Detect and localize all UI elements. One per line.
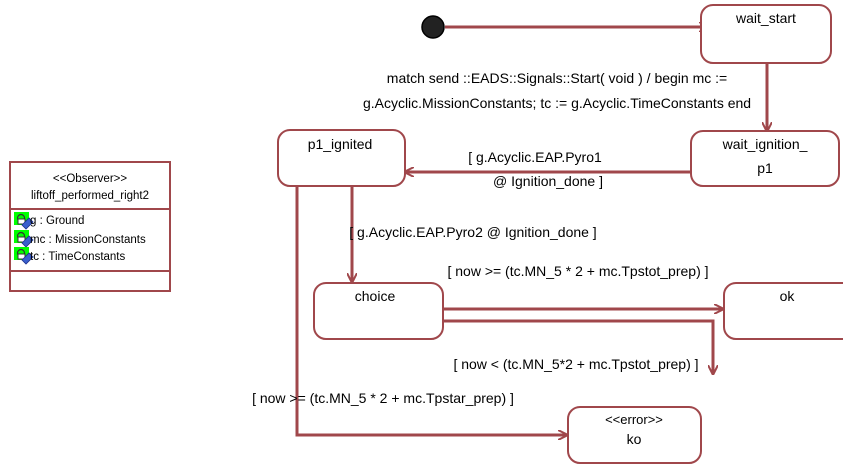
private-attribute-icon	[14, 247, 34, 265]
private-attribute-icon	[14, 212, 34, 230]
attribute-separator: :	[39, 251, 48, 263]
state-wait-ignition-p1[interactable]: wait_ignition_ p1	[690, 130, 840, 187]
ok-guard-label[interactable]: [ now >= (tc.MN_5 * 2 + mc.Tpstot_prep) …	[447, 263, 708, 279]
observer-attribute-row[interactable]: mc : MissionConstants	[14, 230, 146, 248]
state-choice[interactable]: choice	[313, 282, 444, 340]
state-box[interactable]	[313, 282, 444, 340]
state-name: ko	[627, 431, 642, 447]
transition-labels: match send ::EADS::Signals::Start( void …	[252, 70, 751, 406]
state-p1-ignited[interactable]: p1_ignited	[277, 129, 406, 187]
start-action-label-line-2[interactable]: g.Acyclic.MissionConstants; tc := g.Acyc…	[363, 95, 751, 111]
state-name: ok	[780, 288, 796, 304]
state-wait-start[interactable]: wait_start	[700, 4, 832, 64]
state-ok[interactable]: ok	[723, 282, 843, 340]
attribute-separator: :	[36, 215, 46, 227]
transition-p1-ignited-to-ko[interactable]	[295, 186, 567, 435]
observer-attribute-row[interactable]: tc : TimeConstants	[14, 247, 126, 265]
state-name: choice	[355, 288, 396, 304]
observer-attribute-row[interactable]: g : Ground	[14, 212, 84, 230]
transitions	[295, 27, 767, 435]
attribute-text: mc : MissionConstants	[30, 234, 146, 246]
pyro1-guard-label-line-1[interactable]: [ g.Acyclic.EAP.Pyro1	[468, 149, 602, 165]
attribute-text: g : Ground	[30, 215, 84, 227]
observer-class-box[interactable]	[9, 161, 171, 292]
state-box[interactable]	[690, 130, 840, 187]
state-name-line-2: p1	[757, 160, 773, 176]
pyro1-guard-label-line-2[interactable]: @ Ignition_done ]	[493, 173, 603, 189]
attribute-separator: :	[45, 234, 55, 246]
state-name: p1_ignited	[308, 136, 373, 152]
observer-class-name: liftoff_performed_right2	[31, 190, 149, 202]
state-name: wait_start	[735, 10, 796, 26]
observer-stereotype: <<Observer>>	[53, 173, 127, 185]
transition-choice-to-ko[interactable]	[443, 319, 713, 374]
state-name-line-1: wait_ignition_	[722, 136, 808, 152]
state-box[interactable]	[723, 282, 843, 340]
state-stereotype: <<error>>	[605, 412, 663, 427]
start-action-label-line-1[interactable]: match send ::EADS::Signals::Start( void …	[387, 70, 727, 86]
ko-guard-choice-label[interactable]: [ now < (tc.MN_5*2 + mc.Tpstot_prep) ]	[453, 356, 698, 372]
state-box[interactable]	[277, 129, 406, 187]
attribute-text: tc : TimeConstants	[30, 251, 126, 263]
observer-class[interactable]: <<Observer>> liftoff_performed_right2 g …	[9, 161, 171, 292]
state-box[interactable]	[700, 4, 832, 64]
state-box[interactable]	[567, 406, 702, 464]
initial-state[interactable]	[421, 15, 445, 39]
pyro2-guard-label[interactable]: [ g.Acyclic.EAP.Pyro2 @ Ignition_done ]	[349, 224, 596, 240]
state-ko[interactable]: <<error>> ko	[567, 406, 702, 464]
private-attribute-icon	[14, 230, 34, 248]
ko-guard-p1-label[interactable]: [ now >= (tc.MN_5 * 2 + mc.Tpstar_prep) …	[252, 390, 514, 406]
